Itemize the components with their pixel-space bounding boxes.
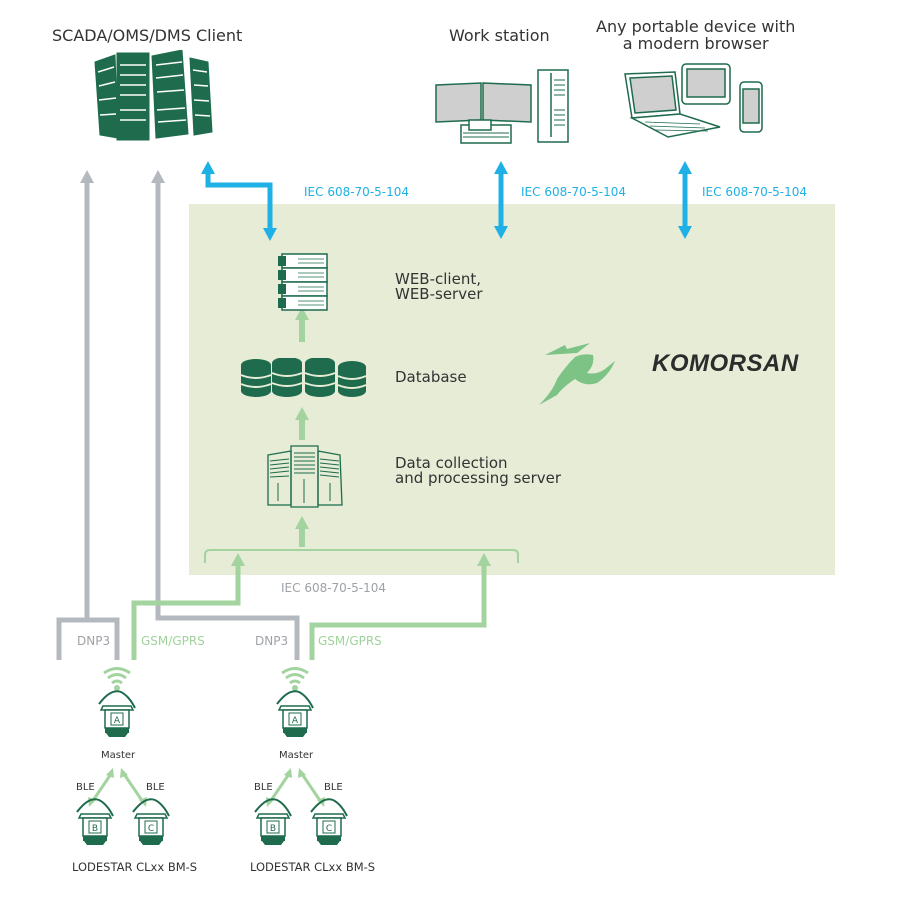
ble-label-left: BLE	[76, 782, 95, 793]
workstation-icon	[435, 69, 569, 144]
dnp3-link-right-path	[155, 180, 300, 660]
gsm-link-left-path	[131, 565, 241, 660]
slave-lamp-c-icon: C	[132, 798, 170, 845]
komorsan-logo-text: KOMORSAN	[652, 350, 799, 377]
web-server-icon	[278, 253, 328, 311]
slave-lamp-b-icon-letter: B	[270, 824, 276, 834]
dnp3-right-arrowhead	[151, 170, 165, 183]
gsm-link-right-path	[309, 565, 487, 660]
collection-bus-bracket	[204, 549, 519, 563]
portable-device-title: Any portable device with a modern browse…	[596, 17, 796, 53]
iec-label-bottom: IEC 608-70-5-104	[281, 581, 387, 595]
bus-to-collection-arrow	[299, 527, 305, 547]
ble-label-right: BLE	[324, 782, 343, 793]
ble-links	[90, 773, 145, 803]
slave-lamp-c-icon-letter: C	[148, 824, 154, 834]
collection-to-database-arrow	[299, 418, 305, 440]
dnp3-link-left	[56, 185, 90, 660]
collection-server-icon	[267, 445, 343, 508]
master-label: Master	[101, 750, 136, 761]
slave-lamp-c-icon-letter: C	[326, 824, 332, 834]
ble-label-right: BLE	[146, 782, 165, 793]
portable-devices-icon	[624, 63, 763, 138]
database-to-web-arrow	[299, 318, 305, 342]
master-lamp-icon-letter: A	[292, 716, 299, 726]
komorsan-deer-logo-icon	[539, 343, 615, 405]
workstation-title: Work station	[449, 26, 550, 45]
slave-lamp-b-icon-letter: B	[92, 824, 98, 834]
iec-label-scada: IEC 608-70-5-104	[304, 185, 410, 199]
ble-links	[268, 773, 323, 803]
scada-client-title: SCADA/OMS/DMS Client	[52, 26, 243, 45]
master-lamp-icon: A	[276, 690, 314, 737]
database-icon	[240, 358, 367, 397]
master-lamp-icon-letter: A	[114, 716, 121, 726]
web-server-label: WEB-client, WEB-server	[395, 270, 483, 303]
device-caption: LODESTAR CLxx BM-S	[72, 860, 198, 874]
gsm-label-right: GSM/GPRS	[318, 634, 382, 648]
iec-label-portable: IEC 608-70-5-104	[702, 185, 808, 199]
slave-lamp-c-icon: C	[310, 798, 348, 845]
dnp3-left-arrowhead	[80, 170, 94, 183]
dnp3-label-right: DNP3	[255, 634, 289, 648]
ble-label-left: BLE	[254, 782, 273, 793]
dnp3-link-left-path	[84, 180, 120, 660]
server-rack-icon	[94, 50, 213, 141]
gsm-label-left: GSM/GPRS	[141, 634, 205, 648]
gsm-right-arrowhead	[477, 553, 491, 566]
wifi-signal-icon	[103, 667, 131, 685]
collection-server-label: Data collection and processing server	[395, 454, 562, 487]
slave-lamp-b-icon: B	[254, 798, 292, 845]
device-caption: LODESTAR CLxx BM-S	[250, 860, 376, 874]
iec-link-scada	[205, 172, 273, 230]
iec-label-workstation: IEC 608-70-5-104	[521, 185, 627, 199]
dnp3-label-left: DNP3	[77, 634, 111, 648]
database-label: Database	[395, 368, 467, 386]
master-label: Master	[279, 750, 314, 761]
gsm-left-arrowhead	[231, 553, 245, 566]
master-lamp-icon: A	[98, 690, 136, 737]
wifi-signal-icon	[281, 667, 309, 685]
slave-lamp-b-icon: B	[76, 798, 114, 845]
